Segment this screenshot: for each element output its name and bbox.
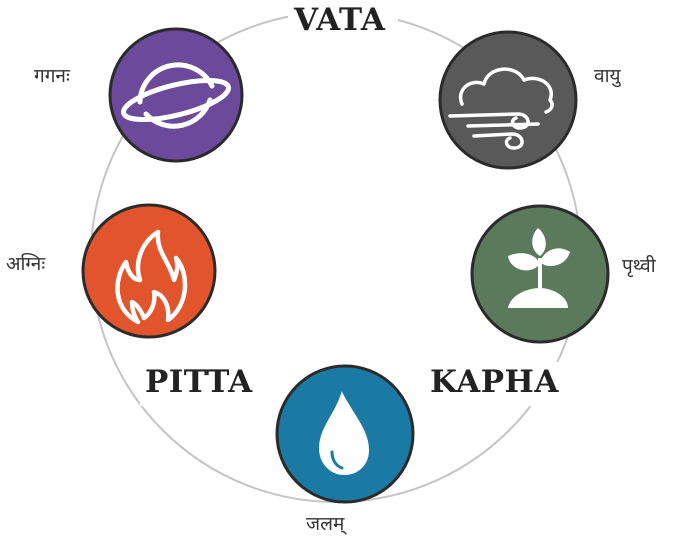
earth-sanskrit-label: पृथ्वी xyxy=(622,255,656,277)
fire-sanskrit-label: अग्निः xyxy=(6,253,46,275)
space-element xyxy=(108,27,244,163)
kapha-label: KAPHA xyxy=(430,364,559,400)
space-circle xyxy=(108,27,244,163)
water-drop-highlight xyxy=(330,450,344,470)
pitta-label-gap xyxy=(140,362,258,406)
planet-icon xyxy=(120,62,232,129)
cloud-wind-icon xyxy=(448,67,554,150)
earth-element xyxy=(470,204,610,344)
fire-element xyxy=(81,203,217,339)
pitta-label: PITTA xyxy=(145,364,253,400)
space-sanskrit-label: गगनः xyxy=(34,65,70,87)
air-circle xyxy=(438,30,578,170)
flame-icon xyxy=(115,229,188,325)
water-sanskrit-label: जलम् xyxy=(306,513,345,535)
kapha-label-gap xyxy=(424,362,564,406)
vata-label: VATA xyxy=(294,2,386,38)
air-sanskrit-label: वायु xyxy=(594,65,621,87)
air-element xyxy=(438,30,578,170)
sprout-icon xyxy=(508,228,570,308)
vata-label-gap xyxy=(288,0,398,38)
water-element xyxy=(275,364,415,504)
